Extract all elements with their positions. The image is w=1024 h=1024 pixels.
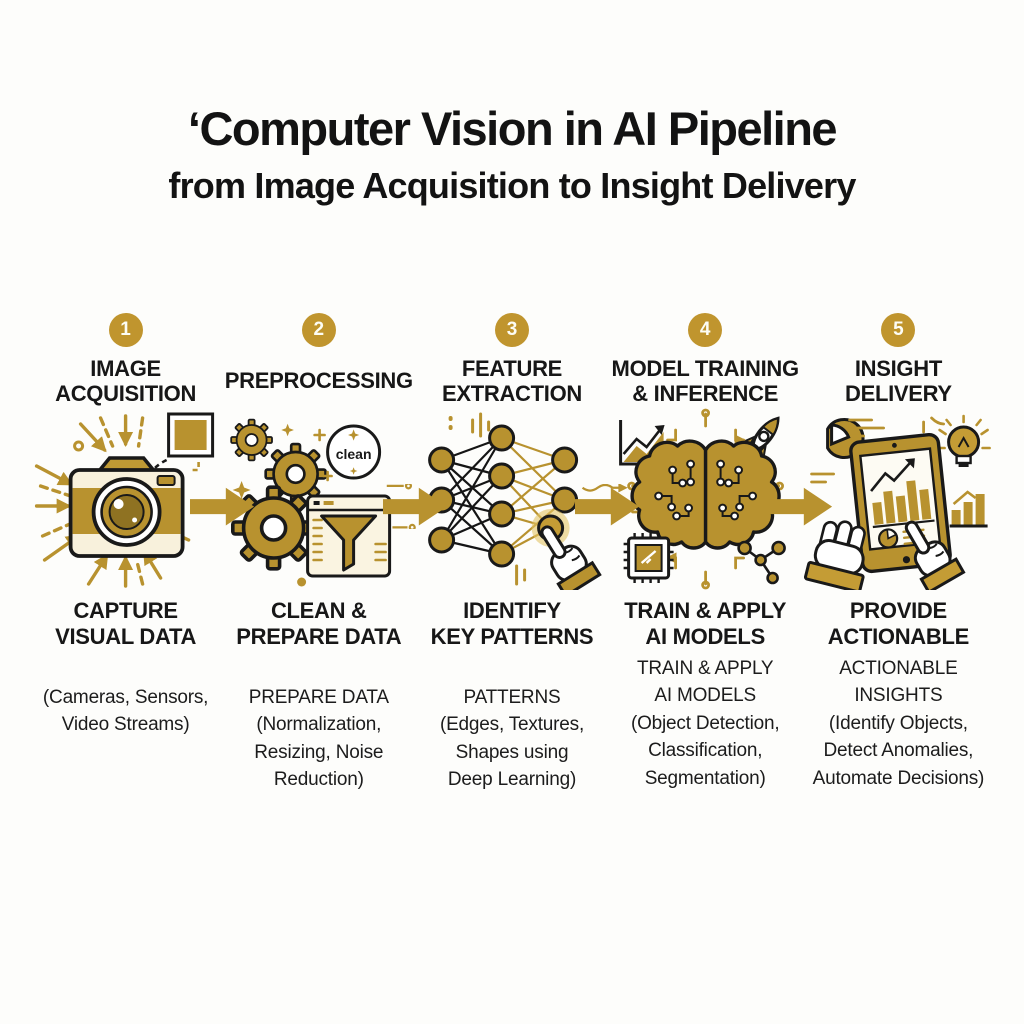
stage-name: IMAGE ACQUISITION bbox=[55, 355, 197, 406]
stage-model-training: 4 MODEL TRAINING & INFERENCE bbox=[610, 305, 801, 794]
page-subtitle: from Image Acquisition to Insight Delive… bbox=[168, 164, 856, 206]
header: ‘Computer Vision in AI Pipeline from Ima… bbox=[0, 102, 1024, 207]
lightbulb-icon bbox=[936, 414, 991, 467]
filter-window-icon bbox=[306, 494, 392, 578]
stage-detail: PREPARE DATA (Normalization, Resizing, N… bbox=[248, 686, 389, 791]
tablet-analytics-icon bbox=[803, 408, 994, 595]
stage-number-badge: 5 bbox=[881, 313, 916, 347]
flow-arrow-icon bbox=[768, 484, 834, 532]
pointing-hand-icon bbox=[904, 520, 966, 595]
chip-icon bbox=[623, 533, 674, 583]
stage-number-badge: 3 bbox=[494, 313, 529, 347]
stage-detail: TRAIN & APPLY AI MODELS (Object Detectio… bbox=[630, 657, 780, 789]
gears-filter-icon: clean bbox=[223, 408, 414, 590]
stage-feature-extraction: 3 FEATURE EXTRACTION bbox=[416, 305, 607, 794]
photo-frame-icon bbox=[149, 412, 215, 475]
clean-badge: clean bbox=[326, 424, 382, 480]
camera-body bbox=[68, 456, 185, 558]
pointing-hand-icon bbox=[540, 525, 603, 598]
stage-image-acquisition: 1 IMAGE ACQUISITION bbox=[30, 305, 221, 794]
stage-name: FEATURE EXTRACTION bbox=[441, 355, 582, 406]
gear-icon bbox=[230, 418, 274, 462]
stage-detail: (Cameras, Sensors, Video Streams) bbox=[42, 686, 209, 736]
stage-summary: CAPTURE VISUAL DATA bbox=[55, 598, 197, 650]
molecule-icon bbox=[736, 540, 786, 585]
stage-name: INSIGHT DELIVERY bbox=[844, 355, 952, 406]
stage-name: MODEL TRAINING & INFERENCE bbox=[611, 355, 800, 406]
pipeline: 1 IMAGE ACQUISITION bbox=[30, 305, 994, 794]
stage-summary: CLEAN & PREPARE DATA bbox=[236, 598, 402, 650]
stage-preprocessing: 2 PREPROCESSING bbox=[223, 305, 414, 794]
holding-hand-icon bbox=[803, 520, 866, 594]
brain-icon bbox=[629, 439, 781, 550]
stage-insight-delivery: 5 INSIGHT DELIVERY bbox=[803, 305, 994, 794]
tablet bbox=[848, 432, 952, 574]
page-title: ‘Computer Vision in AI Pipeline bbox=[187, 102, 838, 155]
stage-summary: TRAIN & APPLY AI MODELS bbox=[624, 598, 787, 650]
neural-network-icon bbox=[416, 408, 607, 598]
stage-number-badge: 2 bbox=[301, 313, 336, 347]
stage-summary: PROVIDE ACTIONABLE bbox=[827, 598, 970, 650]
clean-label: clean bbox=[336, 446, 372, 462]
stage-detail: PATTERNS (Edges, Textures, Shapes using … bbox=[439, 686, 585, 791]
flow-arrow-icon bbox=[383, 482, 449, 532]
stage-number-badge: 1 bbox=[108, 313, 143, 347]
flow-arrow-icon bbox=[190, 484, 256, 532]
stage-summary: IDENTIFY KEY PATTERNS bbox=[430, 598, 594, 650]
stage-detail: ACTIONABLE INSIGHTS (Identify Objects, D… bbox=[812, 657, 985, 789]
mini-bar-chart-icon bbox=[949, 490, 988, 528]
flow-arrow-icon bbox=[575, 483, 641, 532]
camera-icon bbox=[30, 408, 221, 590]
stage-name: PREPROCESSING bbox=[224, 368, 413, 394]
stage-number-badge: 4 bbox=[688, 313, 723, 347]
brain-circuit-icon bbox=[610, 408, 801, 590]
